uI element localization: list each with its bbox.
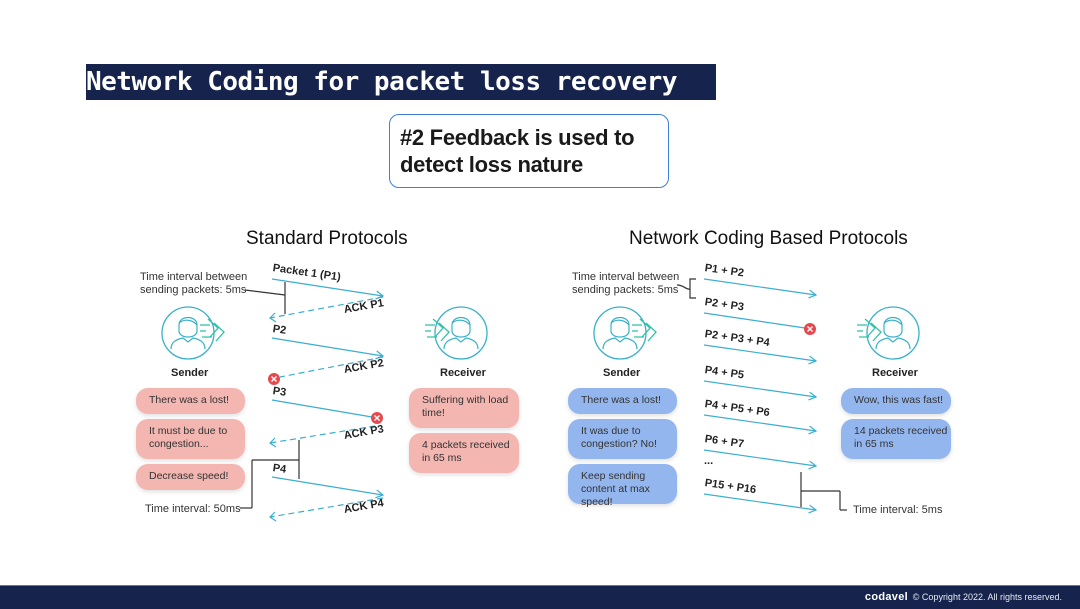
receiver-bubble: 14 packets received in 65 ms [841,419,951,459]
standard-ack-arrow [279,356,384,378]
sender-label: Sender [603,367,641,379]
coding-interval-label: Time interval between sending packets: 5… [572,271,679,297]
coding-packet-arrows [703,278,818,514]
standard-ack-arrow [269,425,376,444]
copyright-text: © Copyright 2022. All rights reserved. [912,592,1062,602]
standard-packet-arrow [271,278,385,300]
label-line: sending packets: 5ms [140,284,247,296]
sender-bubble: It was due to congestion? No! [568,419,677,459]
receiver-bubble: Wow, this was fast! [841,388,951,414]
receiver-label: Receiver [440,367,486,379]
standard-packet-arrow [271,399,373,418]
packet-label: ... [704,455,714,467]
coding-interval-bottom: Time interval: 5ms [853,504,943,516]
packet-label: P3 [272,385,288,399]
packet-label: P4 [272,462,288,476]
packet-label: P2 [272,323,288,337]
loss-x-icon [804,323,816,335]
slide-title: Network Coding for packet loss recovery [86,64,716,100]
coding-5ms-bracket [800,472,847,511]
standard-50ms-bracket [240,440,300,509]
receiver-bubble: Suffering with load time! [409,388,519,428]
sender-bubble: It must be due to congestion... [136,419,245,459]
ack-arrowhead [269,312,277,323]
receiver-bubble: 4 packets received in 65 ms [409,433,519,473]
receiver-icon [856,306,920,360]
slide-title-text: Network Coding for packet loss recovery [86,67,677,97]
standard-interval-label: Time interval between sending packets: 5… [140,271,247,297]
footer-bar: codavel © Copyright 2022. All rights res… [0,585,1080,609]
standard-interval-bottom: Time interval: 50ms [145,503,241,515]
standard-interval-bracket [244,282,286,314]
coding-interval-bracket [676,278,696,299]
sender-bubble: Decrease speed! [136,464,245,490]
coding-packet-arrow [703,312,806,329]
sender-bubble: Keep sending content at max speed! [568,464,677,508]
ack-arrowhead [269,437,277,448]
ack-arrowhead [269,511,277,522]
loss-x-icon [268,373,280,385]
coding-packet-arrow [703,414,818,435]
coding-packet-arrow [703,344,818,365]
sender-bubble: There was a lost! [136,388,245,414]
sender-label: Sender [171,367,209,379]
label-line: Time interval between [140,271,248,283]
loss-x-icon [371,412,383,424]
standard-protocols-heading: Standard Protocols [246,228,408,249]
sender-icon [161,306,225,360]
coding-packet-arrow [703,278,818,299]
sender-bubble: There was a lost! [568,388,677,414]
label-line: sending packets: 5ms [572,284,679,296]
coding-packet-arrow [703,449,818,470]
standard-ack-arrow [269,296,384,319]
standard-packet-arrow [271,476,385,499]
codavel-logo: codavel [864,591,908,603]
sender-icon [593,306,657,360]
label-line: Time interval between [572,271,680,283]
receiver-label: Receiver [872,367,918,379]
standard-packet-arrow [271,337,385,360]
coding-packet-arrow [703,380,818,401]
feedback-callout: #2 Feedback is used to detect loss natur… [389,114,669,188]
coding-packet-arrow [703,493,818,514]
standard-ack-arrow [269,497,384,518]
coding-protocols-heading: Network Coding Based Protocols [629,228,908,249]
receiver-icon [424,306,488,360]
